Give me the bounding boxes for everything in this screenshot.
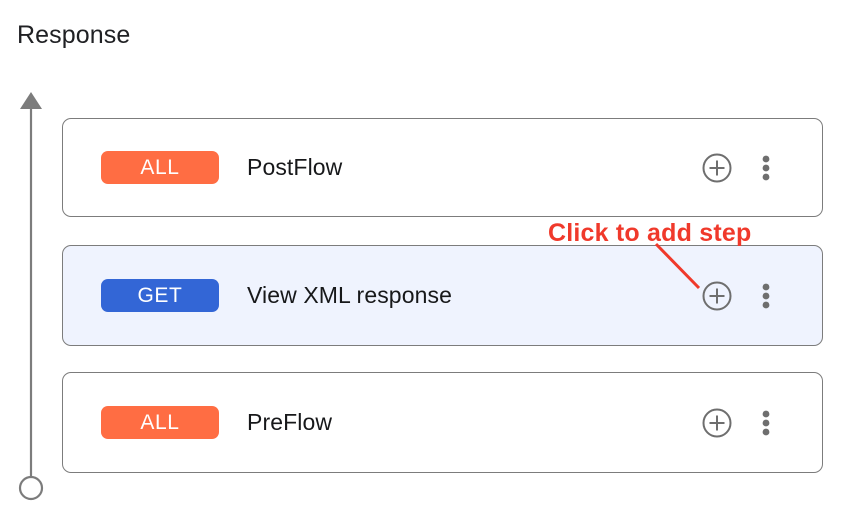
flow-step-row-selected[interactable]: GET View XML response — [62, 245, 823, 346]
more-vertical-icon — [762, 155, 770, 180]
step-row-content: ALL PostFlow — [63, 119, 822, 216]
step-label: PostFlow — [247, 154, 343, 180]
flow-step-row[interactable]: ALL PreFlow — [62, 372, 823, 473]
page-title: Response — [17, 21, 131, 49]
step-label: View XML response — [247, 282, 452, 308]
more-options-button[interactable] — [754, 152, 778, 184]
arrow-up-icon — [20, 92, 42, 109]
more-vertical-icon — [762, 283, 770, 308]
more-vertical-icon — [762, 410, 770, 435]
flow-direction-axis — [14, 86, 50, 502]
row-actions — [701, 407, 778, 439]
plus-circle-icon — [702, 281, 732, 310]
step-row-content: GET View XML response — [63, 246, 822, 345]
add-step-button-row-2[interactable] — [701, 280, 733, 312]
plus-circle-icon — [702, 408, 732, 437]
row-actions — [701, 152, 778, 184]
more-options-button[interactable] — [754, 280, 778, 312]
method-badge: ALL — [101, 406, 219, 439]
flow-step-row[interactable]: ALL PostFlow — [62, 118, 823, 217]
row-actions — [701, 280, 778, 312]
add-step-button[interactable] — [701, 407, 733, 439]
circle-outline-icon — [18, 475, 44, 501]
more-options-button[interactable] — [754, 407, 778, 439]
method-badge: GET — [101, 279, 219, 312]
add-step-button[interactable] — [701, 152, 733, 184]
annotation-label: Click to add step — [548, 219, 752, 247]
method-badge: ALL — [101, 151, 219, 184]
step-label: PreFlow — [247, 409, 333, 435]
step-row-content: ALL PreFlow — [63, 373, 822, 472]
plus-circle-icon — [702, 153, 732, 182]
